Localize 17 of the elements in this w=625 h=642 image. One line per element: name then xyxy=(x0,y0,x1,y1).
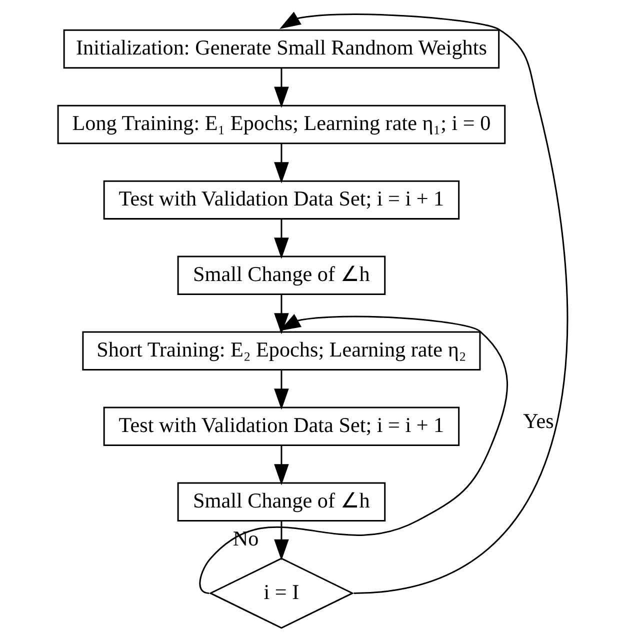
node-diamond: i = I xyxy=(208,558,354,629)
arrow xyxy=(274,294,288,334)
node-box: Test with Validation Data Set; i = i + 1 xyxy=(102,406,460,446)
arrow xyxy=(274,219,288,259)
arrow xyxy=(274,370,288,410)
arrow xyxy=(279,12,568,594)
arrow xyxy=(274,520,288,560)
node-box: Small Change of ∠h xyxy=(176,256,386,296)
node-box: Short Training: E₂ Epochs; Learning rate η₂ xyxy=(82,331,480,371)
node-box: Small Change of ∠h xyxy=(176,482,386,522)
node-box: Test with Validation Data Set; i = i + 1 xyxy=(102,180,460,220)
node-box: Long Training: E₁ Epochs; Learning rate η₁; i = 0 xyxy=(56,104,506,144)
node-box: Initialization: Generate Small Randnom Weights xyxy=(62,29,500,69)
arrow xyxy=(274,144,288,184)
edge-label: Yes xyxy=(522,408,554,433)
arrow xyxy=(274,68,288,108)
arrow xyxy=(274,445,288,486)
